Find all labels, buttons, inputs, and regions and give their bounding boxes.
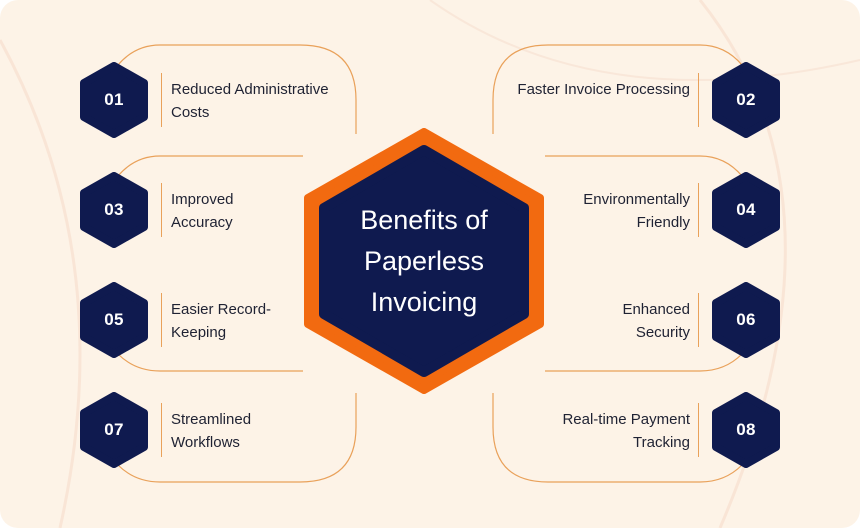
connector-01 bbox=[117, 44, 357, 134]
divider bbox=[161, 293, 162, 347]
divider bbox=[161, 73, 162, 127]
benefit-label-03: Improved Accuracy bbox=[171, 191, 234, 231]
benefit-number: 05 bbox=[104, 310, 124, 329]
benefit-label-06: Enhanced Security bbox=[622, 301, 690, 341]
connector-08 bbox=[492, 393, 743, 483]
benefit-hex-07: 07 bbox=[78, 392, 150, 468]
benefit-number: 08 bbox=[736, 420, 756, 439]
benefit-hex-01: 01 bbox=[78, 62, 150, 138]
divider bbox=[698, 403, 699, 457]
divider bbox=[698, 73, 699, 127]
divider bbox=[161, 403, 162, 457]
divider bbox=[698, 183, 699, 237]
benefit-label-04: Environmentally Friendly bbox=[583, 191, 690, 231]
center-hexagon: Benefits of Paperless Invoicing bbox=[300, 128, 548, 394]
center-title: Benefits of Paperless Invoicing bbox=[360, 204, 488, 317]
benefit-number: 04 bbox=[736, 200, 756, 219]
benefit-label-08: Real-time Payment Tracking bbox=[562, 411, 690, 451]
benefit-hex-08: 08 bbox=[710, 392, 782, 468]
benefit-hex-05: 05 bbox=[78, 282, 150, 358]
benefit-label-01: Reduced Administrative Costs bbox=[171, 81, 329, 121]
benefit-number: 06 bbox=[736, 310, 756, 329]
benefit-hex-06: 06 bbox=[710, 282, 782, 358]
benefit-hex-04: 04 bbox=[710, 172, 782, 248]
divider bbox=[698, 293, 699, 347]
benefit-number: 03 bbox=[104, 200, 124, 219]
benefit-number: 01 bbox=[104, 90, 124, 109]
benefit-label-07: Streamlined Workflows bbox=[171, 411, 252, 451]
benefit-label-02: Faster Invoice Processing bbox=[517, 81, 690, 98]
benefit-label-05: Easier Record-Keeping bbox=[171, 301, 272, 341]
connector-05 bbox=[117, 353, 303, 372]
connector-07 bbox=[117, 393, 357, 483]
connector-06 bbox=[545, 353, 743, 372]
benefit-number: 07 bbox=[104, 420, 124, 439]
connector-03 bbox=[117, 155, 303, 177]
connector-02 bbox=[492, 44, 743, 134]
benefit-hex-02: 02 bbox=[710, 62, 782, 138]
connector-04 bbox=[545, 155, 743, 177]
benefit-number: 02 bbox=[736, 90, 756, 109]
benefit-hex-03: 03 bbox=[78, 172, 150, 248]
divider bbox=[161, 183, 162, 237]
